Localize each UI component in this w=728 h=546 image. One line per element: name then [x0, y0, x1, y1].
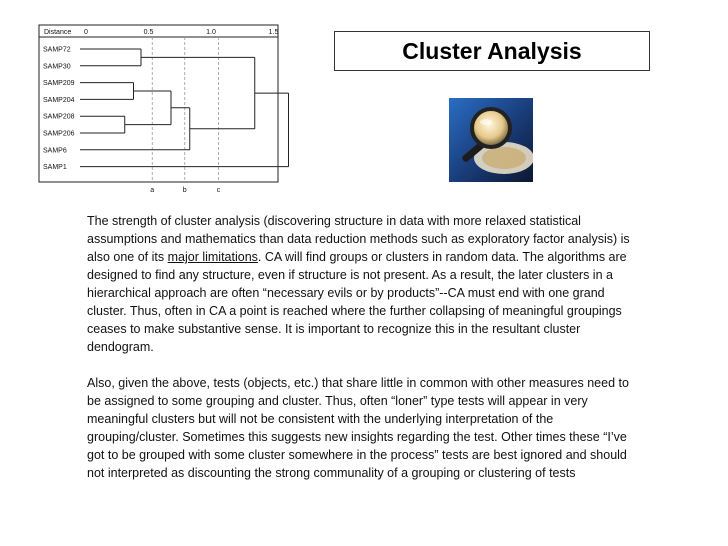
dendrogram-frame	[38, 24, 279, 183]
leaf-label: SAMP6	[43, 147, 67, 154]
leaf-label: SAMP208	[43, 114, 75, 121]
paragraph-1-text-end: . CA will find groups or clusters in ran…	[87, 250, 627, 354]
paragraph-limitations: The strength of cluster analysis (discov…	[87, 212, 637, 356]
leaf-label: SAMP1	[43, 164, 67, 171]
body-text: The strength of cluster analysis (discov…	[87, 212, 637, 500]
leaf-labels: SAMP72SAMP30SAMP209SAMP204SAMP208SAMP206…	[43, 47, 75, 172]
tick-label: 0	[84, 29, 88, 36]
dendrogram-branches	[80, 48, 289, 168]
major-limitations-link[interactable]: major limitations	[167, 250, 258, 264]
cut-line-label: c	[217, 187, 221, 194]
axis-title: Distance	[44, 29, 71, 36]
tick-label: 1.0	[206, 29, 216, 36]
slide-title-box: Cluster Analysis	[334, 31, 650, 71]
slide-title: Cluster Analysis	[402, 37, 582, 64]
leaf-label: SAMP206	[43, 131, 75, 138]
tick-label: 1.5	[269, 29, 279, 36]
paragraph-1-text-start: The strength of cluster analysis (discov…	[87, 214, 630, 264]
cut-line-label: a	[150, 187, 154, 194]
cut-lines: a b c	[150, 37, 221, 194]
tick-labels: 0 0.5 1.0 1.5	[84, 29, 278, 36]
leaf-label: SAMP30	[43, 63, 71, 70]
cut-line-label: b	[183, 187, 187, 194]
leaf-label: SAMP204	[43, 97, 75, 104]
paragraph-loner-tests: Also, given the above, tests (objects, e…	[87, 376, 629, 480]
leaf-label: SAMP72	[43, 47, 71, 54]
magnifying-glass-photo	[449, 98, 533, 182]
tick-label: 0.5	[144, 29, 154, 36]
leaf-label: SAMP209	[43, 80, 75, 87]
